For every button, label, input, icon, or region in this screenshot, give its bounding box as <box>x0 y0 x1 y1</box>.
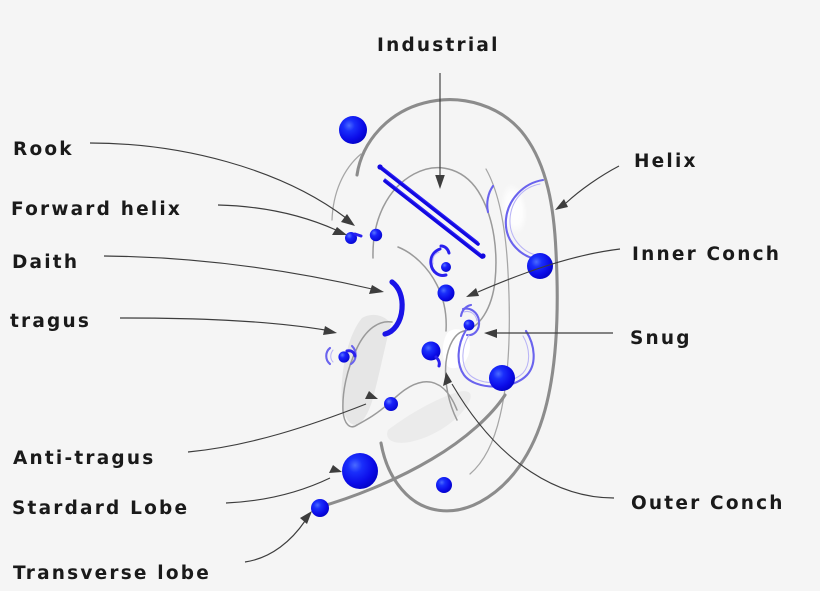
ear-lobe <box>314 393 507 510</box>
leader-rook-arrowhead <box>341 214 355 226</box>
label-outer-conch: Outer Conch <box>631 493 785 514</box>
ear-antihelix-lower <box>444 330 465 421</box>
leader-anti-tragus-arrowhead <box>365 391 378 399</box>
label-helix: Helix <box>634 151 698 172</box>
daith-ring <box>382 279 405 337</box>
leader-standard-lobe-arrowhead <box>329 465 342 473</box>
leader-outer-conch-arrowhead <box>443 372 452 386</box>
snug-ring <box>459 303 481 337</box>
ear-tragus <box>342 321 393 428</box>
forward-helix-stud <box>345 228 383 244</box>
label-daith: Daith <box>12 252 79 273</box>
leader-snug-arrowhead <box>484 329 497 338</box>
jewelry <box>311 116 553 517</box>
leader-outer-conch <box>451 383 615 499</box>
leader-transverse-lobe-arrowhead <box>300 511 312 524</box>
leader-inner-conch <box>477 248 621 293</box>
ear-outer-rim <box>355 98 559 513</box>
outer-conch-ring <box>457 328 535 391</box>
leader-tragus-arrowhead <box>323 326 337 335</box>
leader-forward-helix <box>217 204 337 231</box>
label-forward-helix: Forward helix <box>11 199 182 220</box>
ear-helix-root <box>331 153 362 221</box>
leader-standard-lobe <box>225 477 331 504</box>
ear-helix-inner-edge <box>469 168 510 475</box>
rook-stud <box>339 116 367 144</box>
label-inner-conch: Inner Conch <box>632 244 781 265</box>
mid-helix-stud <box>527 253 553 279</box>
tragus-horseshoe <box>325 344 357 366</box>
standard-lobe-stud <box>342 453 378 489</box>
leader-forward-helix-arrowhead <box>332 227 347 235</box>
helix-ring <box>486 178 545 262</box>
tragus-shadow <box>341 314 391 425</box>
ear-antitragus <box>356 381 458 426</box>
leader-rook <box>89 142 347 219</box>
label-transverse-lobe: Transverse lobe <box>13 563 211 584</box>
helix-gloss <box>500 183 528 235</box>
leader-daith <box>103 255 373 290</box>
leader-helix-arrowhead <box>555 199 568 210</box>
label-tragus: tragus <box>10 311 91 332</box>
lower-concha-stud <box>384 397 398 411</box>
leader-lines <box>89 73 621 563</box>
leader-daith-arrowhead <box>369 285 384 294</box>
ear-crus-helix <box>397 246 447 332</box>
label-industrial: Industrial <box>377 35 500 56</box>
labels: Industrial Rook Forward helix Daith trag… <box>10 35 785 584</box>
ear-anatomy <box>314 98 559 513</box>
ear-antihelix-upper <box>372 166 497 332</box>
lobe-stud-right <box>436 477 452 493</box>
label-snug: Snug <box>630 328 692 349</box>
leader-anti-tragus <box>187 403 367 453</box>
antitragus-shadow <box>387 391 471 443</box>
industrial-barbell <box>377 164 486 259</box>
leader-helix <box>565 165 620 204</box>
leader-inner-conch-arrowhead <box>466 288 479 297</box>
label-standard-lobe: Stardard Lobe <box>12 498 189 519</box>
inner-conch-stud <box>437 284 455 302</box>
upper-concha-horseshoe <box>429 244 451 277</box>
label-rook: Rook <box>13 139 74 160</box>
transverse-lobe-stud <box>311 499 329 517</box>
leader-transverse-lobe <box>244 520 306 563</box>
leader-industrial-arrowhead <box>435 175 445 189</box>
label-anti-tragus: Anti-tragus <box>13 448 155 469</box>
anti-tragus-stud <box>421 341 441 368</box>
leader-tragus <box>119 317 326 331</box>
